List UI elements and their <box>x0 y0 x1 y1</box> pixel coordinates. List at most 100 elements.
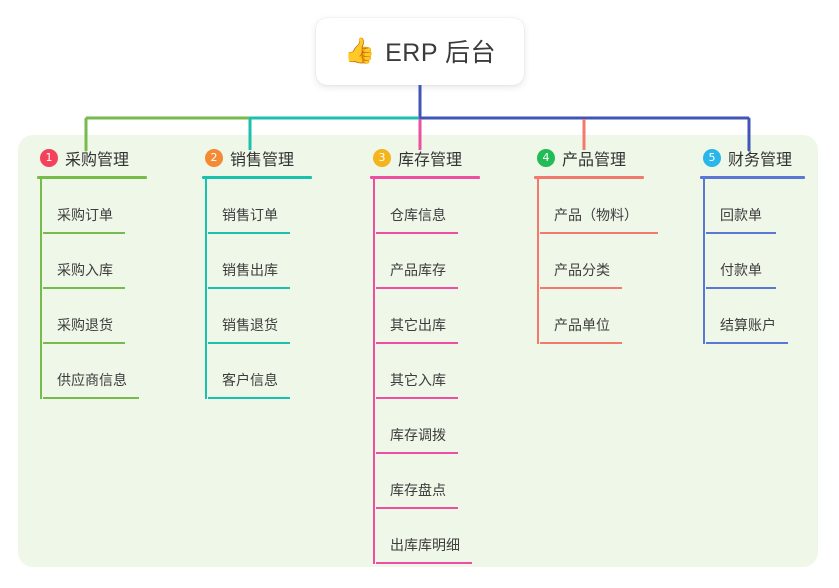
leaf-rule <box>208 342 290 344</box>
leaf-rule <box>376 507 458 509</box>
root-node-card[interactable]: 👍 ERP 后台 <box>316 18 524 85</box>
leaf-label: 客户信息 <box>222 372 278 388</box>
leaf-item[interactable]: 产品单位 <box>537 289 644 344</box>
leaf-label: 付款单 <box>720 262 762 278</box>
leaf-item[interactable]: 产品库存 <box>373 234 480 289</box>
leaf-rule <box>43 287 125 289</box>
leaf-label: 产品（物料） <box>554 207 638 223</box>
branch-badge-1: 1 <box>40 149 58 167</box>
leaf-label: 产品分类 <box>554 262 610 278</box>
branch-rule-3 <box>370 176 480 179</box>
branch-title-2: 销售管理 <box>230 152 295 169</box>
leaf-rule <box>540 287 622 289</box>
leaf-label: 其它入库 <box>390 372 446 388</box>
branch-leaves-2: 销售订单 销售出库 销售退货 客户信息 <box>202 179 312 399</box>
branch-header-1[interactable]: 1 采购管理 <box>37 146 147 170</box>
branch-header-2[interactable]: 2 销售管理 <box>202 146 312 170</box>
leaf-label: 销售出库 <box>222 262 278 278</box>
leaf-item[interactable]: 销售订单 <box>205 179 312 234</box>
leaf-rule <box>208 232 290 234</box>
root-node-title: ERP 后台 <box>385 38 497 67</box>
branch-leaves-3: 仓库信息 产品库存 其它出库 其它入库 库存调拨 库存盘点 <box>370 179 480 564</box>
leaf-label: 出库库明细 <box>390 537 460 553</box>
leaf-item[interactable]: 回款单 <box>703 179 805 234</box>
leaf-item[interactable]: 付款单 <box>703 234 805 289</box>
branch-title-5: 财务管理 <box>728 152 793 169</box>
branch-leaves-4: 产品（物料） 产品分类 产品单位 <box>534 179 658 344</box>
leaf-rule <box>706 232 776 234</box>
branch-column-2: 2 销售管理 销售订单 销售出库 销售退货 客户信息 <box>202 146 312 399</box>
root-node-content: 👍 ERP 后台 <box>344 33 496 69</box>
leaf-rule <box>376 562 472 564</box>
leaf-item[interactable]: 出库库明细 <box>373 509 480 564</box>
branch-spine-3 <box>373 179 375 564</box>
leaf-rule <box>208 287 290 289</box>
leaf-rule <box>376 452 458 454</box>
branch-badge-5: 5 <box>703 149 721 167</box>
leaf-item[interactable]: 仓库信息 <box>373 179 480 234</box>
branch-column-4: 4 产品管理 产品（物料） 产品分类 产品单位 <box>534 146 658 344</box>
leaf-rule <box>706 342 788 344</box>
leaf-rule <box>540 232 658 234</box>
leaf-item[interactable]: 供应商信息 <box>40 344 147 399</box>
leaf-label: 供应商信息 <box>57 372 127 388</box>
leaf-label: 库存盘点 <box>390 482 446 498</box>
leaf-label: 库存调拨 <box>390 427 446 443</box>
branch-rule-4 <box>534 176 644 179</box>
leaf-rule <box>376 287 458 289</box>
leaf-label: 采购订单 <box>57 207 113 223</box>
leaf-rule <box>376 232 458 234</box>
leaf-label: 其它出库 <box>390 317 446 333</box>
leaf-item[interactable]: 产品（物料） <box>537 179 658 234</box>
branch-column-3: 3 库存管理 仓库信息 产品库存 其它出库 其它入库 库存调拨 <box>370 146 480 564</box>
branch-header-4[interactable]: 4 产品管理 <box>534 146 644 170</box>
leaf-label: 销售订单 <box>222 207 278 223</box>
leaf-rule <box>208 397 290 399</box>
branch-spine-5 <box>703 179 705 344</box>
leaf-rule <box>376 397 458 399</box>
branch-badge-4: 4 <box>537 149 555 167</box>
leaf-rule <box>43 342 125 344</box>
branch-title-4: 产品管理 <box>562 152 627 169</box>
leaf-rule <box>376 342 458 344</box>
branch-header-3[interactable]: 3 库存管理 <box>370 146 480 170</box>
leaf-item[interactable]: 采购订单 <box>40 179 147 234</box>
leaf-item[interactable]: 客户信息 <box>205 344 312 399</box>
branch-rule-1 <box>37 176 147 179</box>
branch-title-3: 库存管理 <box>398 152 463 169</box>
leaf-item[interactable]: 销售出库 <box>205 234 312 289</box>
leaf-item[interactable]: 销售退货 <box>205 289 312 344</box>
leaf-label: 回款单 <box>720 207 762 223</box>
branch-rule-2 <box>202 176 312 179</box>
branch-badge-3: 3 <box>373 149 391 167</box>
branch-column-5: 5 财务管理 回款单 付款单 结算账户 <box>700 146 805 344</box>
leaf-item[interactable]: 结算账户 <box>703 289 805 344</box>
branch-badge-2: 2 <box>205 149 223 167</box>
branch-spine-2 <box>205 179 207 399</box>
branches-panel <box>18 135 818 567</box>
leaf-label: 采购入库 <box>57 262 113 278</box>
leaf-rule <box>43 232 125 234</box>
leaf-label: 仓库信息 <box>390 207 446 223</box>
leaf-item[interactable]: 库存调拨 <box>373 399 480 454</box>
branch-title-1: 采购管理 <box>65 152 130 169</box>
leaf-rule <box>706 287 776 289</box>
leaf-item[interactable]: 采购退货 <box>40 289 147 344</box>
leaf-item[interactable]: 采购入库 <box>40 234 147 289</box>
leaf-label: 结算账户 <box>720 317 776 333</box>
branch-header-5[interactable]: 5 财务管理 <box>700 146 805 170</box>
branch-leaves-5: 回款单 付款单 结算账户 <box>700 179 805 344</box>
branch-leaves-1: 采购订单 采购入库 采购退货 供应商信息 <box>37 179 147 399</box>
leaf-rule <box>540 342 622 344</box>
leaf-item[interactable]: 库存盘点 <box>373 454 480 509</box>
leaf-label: 产品单位 <box>554 317 610 333</box>
leaf-rule <box>43 397 139 399</box>
leaf-item[interactable]: 产品分类 <box>537 234 644 289</box>
branch-column-1: 1 采购管理 采购订单 采购入库 采购退货 供应商信息 <box>37 146 147 399</box>
branch-spine-1 <box>40 179 42 399</box>
leaf-item[interactable]: 其它出库 <box>373 289 480 344</box>
leaf-item[interactable]: 其它入库 <box>373 344 480 399</box>
branch-rule-5 <box>700 176 805 179</box>
leaf-label: 采购退货 <box>57 317 113 333</box>
